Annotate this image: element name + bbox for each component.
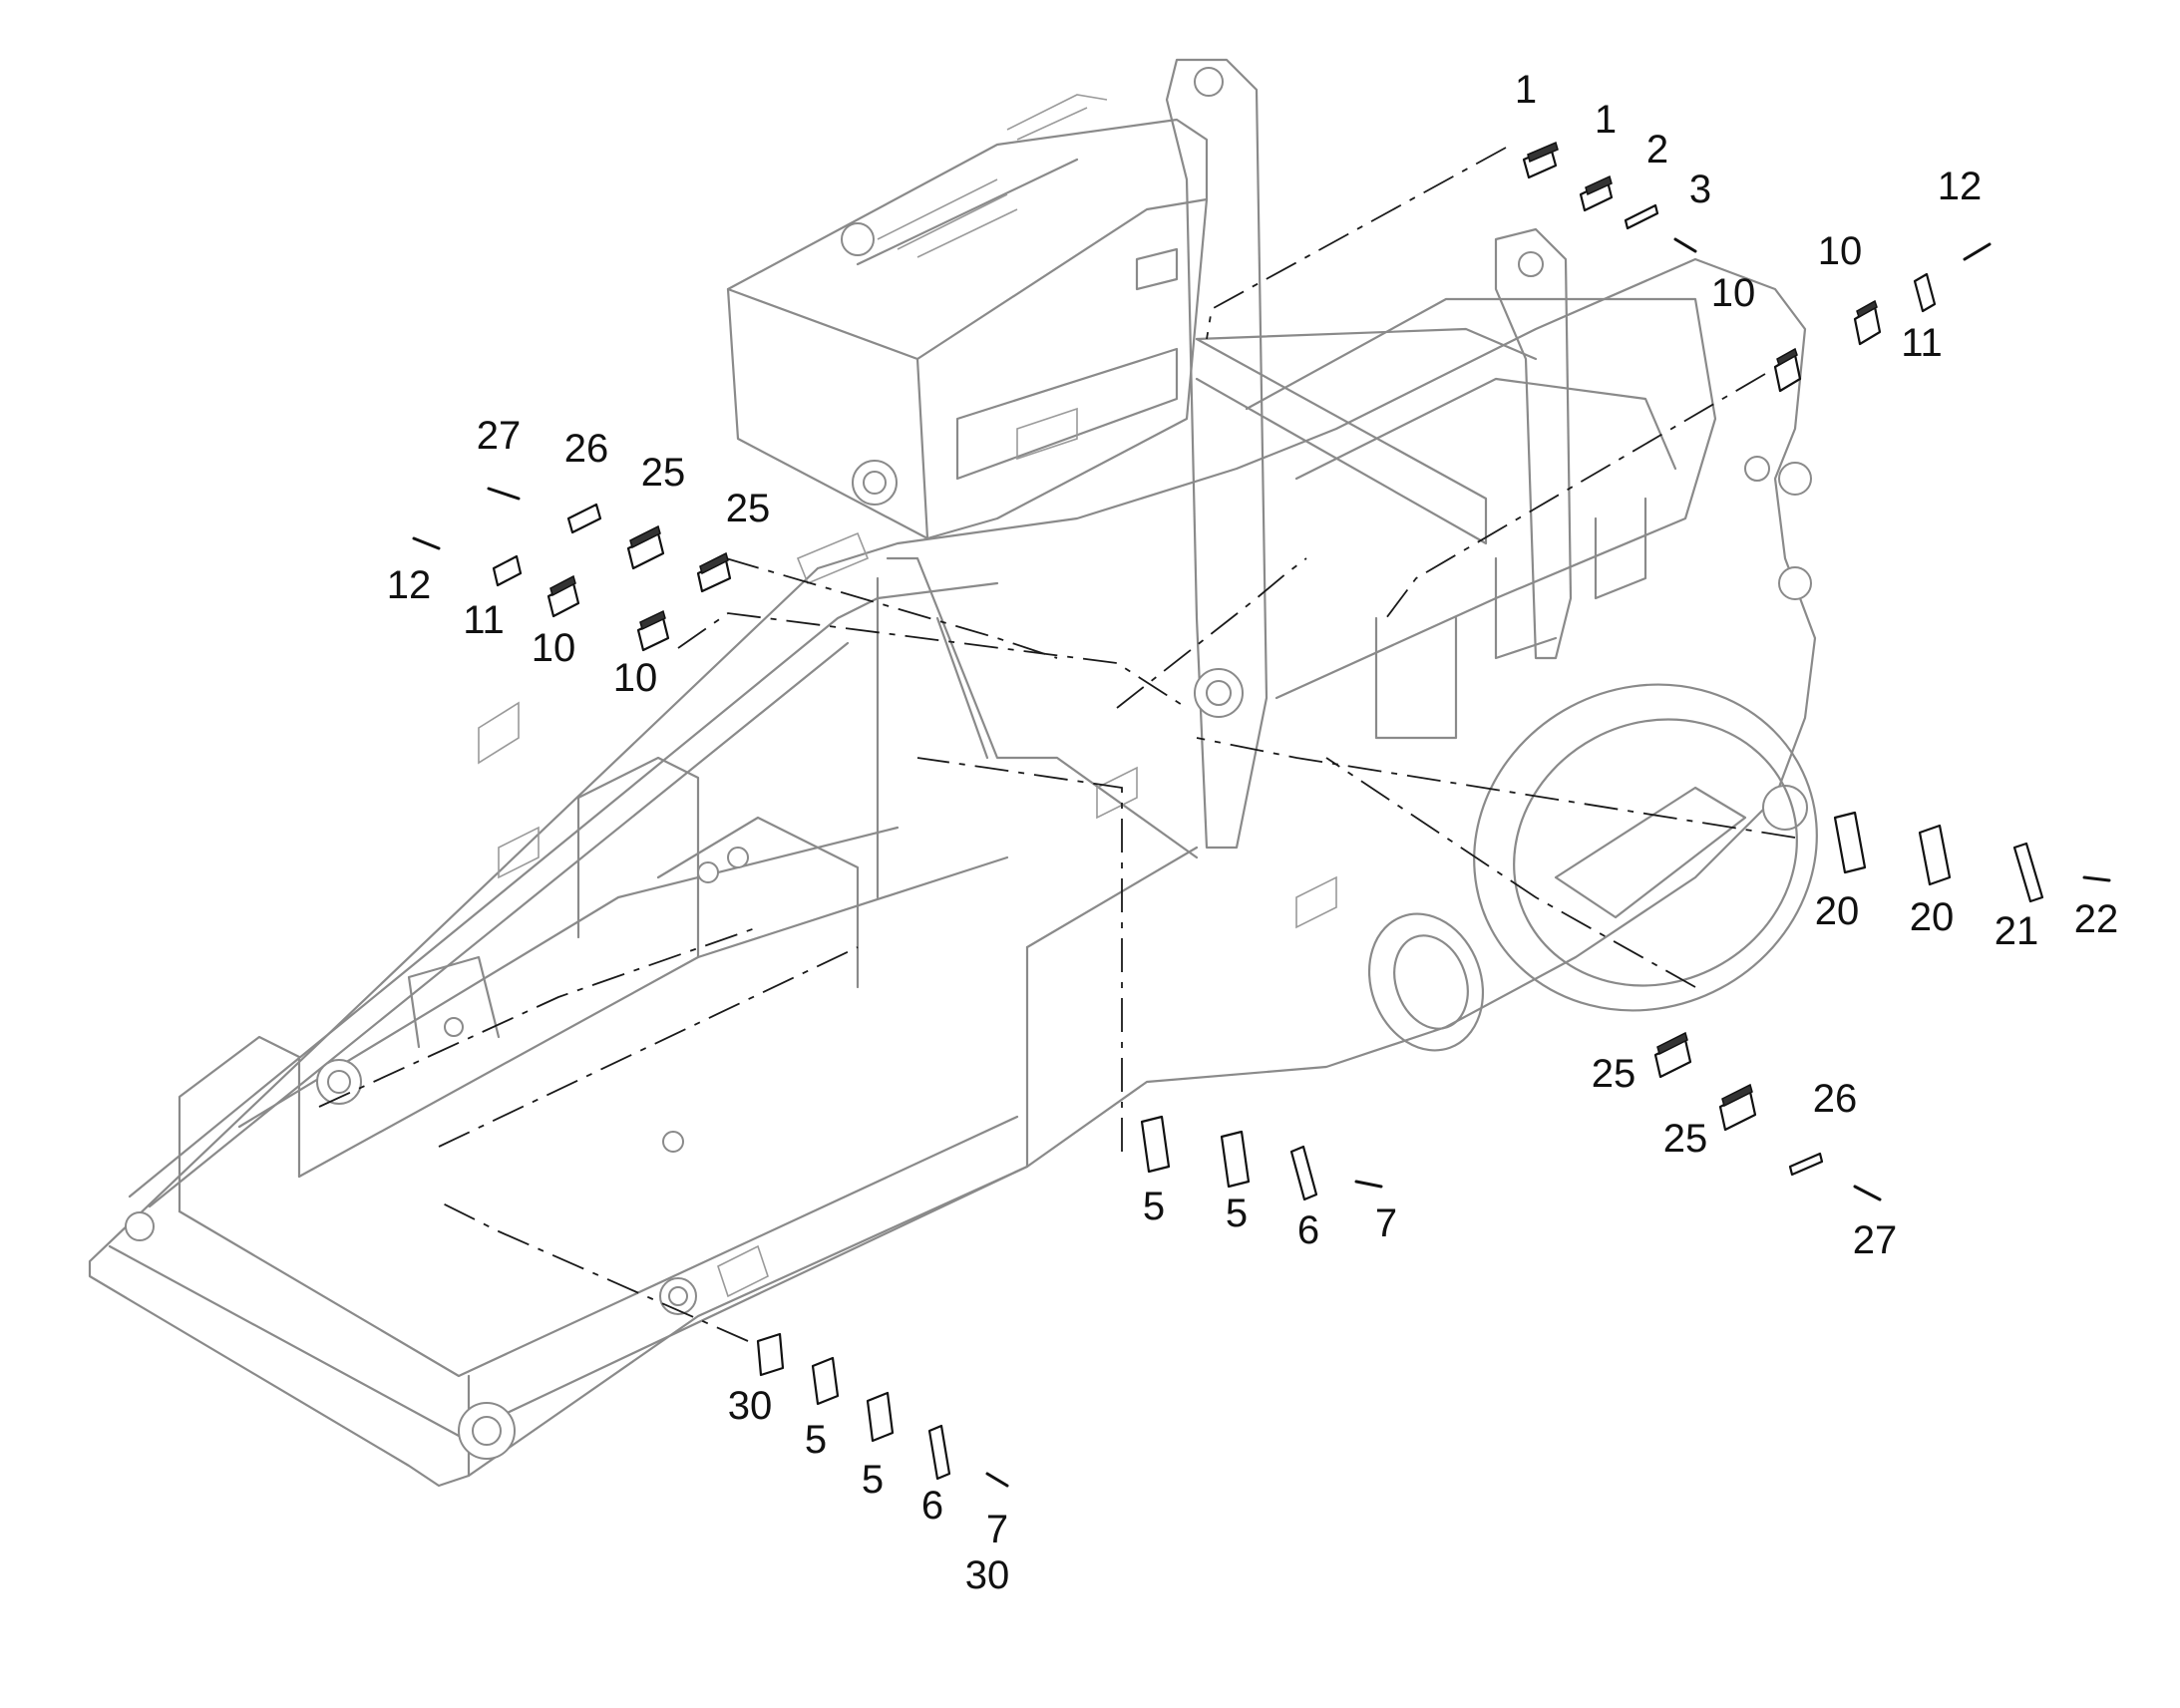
leader-lines [318,147,1796,1342]
callout-22: 22 [2074,897,2119,941]
callout-7: 7 [1375,1201,1397,1245]
callout-11: 11 [1901,321,1943,365]
callout-6: 6 [921,1484,943,1528]
callout-12: 12 [387,563,432,607]
part-group-30-5-6-7-bottom [756,1332,1009,1488]
callout-5: 5 [862,1458,884,1502]
callout-12: 12 [1938,165,1983,208]
callout-5: 5 [1143,1185,1165,1228]
machine-frame [88,58,1818,1488]
callout-10: 10 [1711,271,1756,315]
callout-25: 25 [726,487,771,530]
callout-21: 21 [1995,909,2039,953]
callout-25: 25 [641,451,686,495]
callout-27: 27 [477,414,522,458]
callout-3: 3 [1689,168,1711,211]
callout-10: 10 [1818,229,1863,273]
callout-5: 5 [1226,1192,1248,1235]
callout-1: 1 [1515,68,1537,112]
callout-26: 26 [564,427,609,471]
callout-20: 20 [1910,895,1955,939]
callout-2: 2 [1646,128,1668,171]
callout-20: 20 [1815,889,1860,933]
callout-5: 5 [805,1418,827,1462]
part-group-25-26-27-left [487,487,732,593]
part-group-10-11-12-right [1773,242,1992,393]
callout-labels: 1 1 2 3 12 10 10 11 27 26 25 25 12 11 10… [387,68,2119,1597]
callout-25: 25 [1592,1052,1636,1096]
callout-27: 27 [1853,1218,1898,1262]
callout-26: 26 [1813,1077,1858,1121]
part-group-25-26-27-right [1653,1031,1882,1201]
callout-1: 1 [1595,98,1617,142]
callout-10: 10 [613,656,658,700]
callout-6: 6 [1297,1208,1319,1252]
callout-7: 7 [986,1508,1008,1551]
callout-11: 11 [463,598,505,642]
callout-30: 30 [728,1384,773,1428]
part-group-20-21-22 [1833,811,2111,903]
exploded-parts [412,141,2111,1488]
part-group-10-11-12-left [412,536,670,652]
part-group-1-2-3 [1522,141,1697,253]
part-group-5-6-7-center [1140,1115,1383,1201]
callout-30: 30 [965,1553,1010,1597]
callout-10: 10 [532,626,576,670]
callout-25: 25 [1663,1117,1708,1161]
